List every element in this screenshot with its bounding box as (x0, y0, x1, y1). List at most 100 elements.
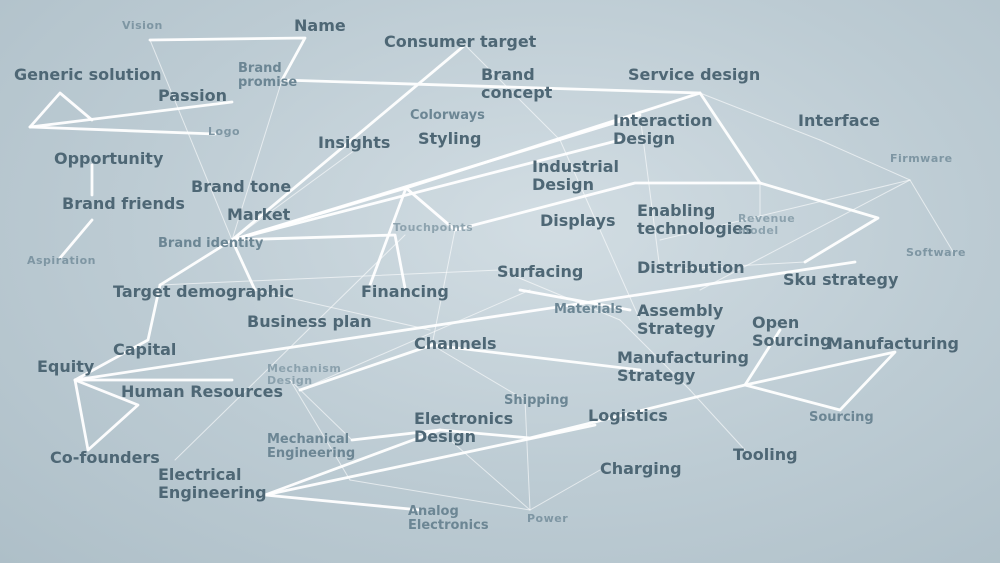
node-label: Logistics (588, 406, 668, 425)
node-name: Name (294, 17, 346, 35)
node-label: technologies (637, 218, 753, 238)
thick-connection-line (263, 423, 597, 497)
node-insights: Insights (318, 134, 390, 152)
node-manufacturing: Manufacturing (827, 335, 959, 353)
node-label: Colorways (410, 108, 485, 123)
node-label: Strategy (637, 318, 716, 338)
node-co-founders: Co-founders (50, 449, 160, 467)
thick-connection-line (404, 181, 762, 232)
node-aspiration: Aspiration (27, 254, 96, 267)
node-label: Design (414, 426, 476, 446)
node-label: Design (532, 174, 594, 194)
node-label: Mechanical (267, 432, 350, 447)
thin-connection-line (289, 379, 351, 481)
node-logo: Logo (208, 125, 240, 138)
node-passion: Passion (158, 87, 227, 105)
thick-connection-line (73, 378, 140, 452)
node-market: Market (227, 206, 290, 224)
node-label: Electronics (414, 409, 514, 428)
node-label: Strategy (617, 365, 696, 385)
thick-connection-line (350, 383, 747, 442)
node-capital: Capital (113, 341, 176, 359)
node-distribution: Distribution (637, 259, 745, 277)
node-business-plan: Business plan (247, 313, 372, 331)
node-label: Sourcing (752, 330, 832, 350)
node-label: Tooling (733, 445, 798, 464)
node-label: Mechanism (267, 362, 342, 375)
thin-connection-line (909, 179, 956, 256)
node-equity: Equity (37, 358, 94, 376)
node-label: Name (294, 16, 346, 35)
node-surfacing: Surfacing (497, 263, 583, 281)
node-label: Engineering (267, 446, 356, 462)
node-label: promise (238, 75, 298, 91)
thin-connection-line (349, 479, 531, 511)
node-label: model (738, 224, 779, 238)
node-generic-solution: Generic solution (14, 66, 162, 84)
node-channels: Channels (414, 335, 497, 353)
node-brand-identity: Brand identity (158, 236, 264, 251)
node-label: Brand identity (158, 236, 264, 251)
thin-connection-line (819, 139, 911, 181)
node-label: Interface (798, 111, 880, 130)
node-label: Aspiration (27, 254, 96, 267)
thick-connection-line (58, 218, 94, 260)
thick-connection-line (230, 138, 622, 242)
node-label: Brand (238, 61, 282, 76)
thin-connection-line (529, 469, 601, 511)
node-label: concept (481, 82, 553, 102)
node-label: Manufacturing (827, 334, 959, 353)
thick-connection-line (518, 288, 632, 312)
node-label: Capital (113, 340, 177, 359)
node-label: Brand (481, 65, 535, 84)
node-label: Equity (37, 357, 95, 376)
node-label: Distribution (637, 258, 745, 277)
node-label: Target demographic (113, 282, 294, 301)
node-label: Insights (318, 133, 391, 152)
node-label: Engineering (158, 482, 267, 502)
thin-connection-line (299, 289, 531, 391)
thin-connection-line (699, 179, 911, 291)
node-label: Software (906, 246, 966, 259)
thick-connection-line (158, 238, 234, 287)
thin-connection-line (659, 179, 911, 241)
thick-connection-line (230, 238, 257, 292)
node-label: Electrical (158, 465, 242, 484)
node-brand-friends: Brand friends (62, 195, 185, 213)
thin-connection-line (499, 269, 621, 321)
node-label: Human Resources (121, 382, 284, 401)
node-human-resources: Human Resources (121, 383, 283, 401)
thick-connection-line (28, 125, 217, 136)
node-label: Consumer target (384, 32, 537, 51)
thick-connection-line (28, 100, 234, 129)
node-label: Service design (628, 65, 761, 84)
node-service-design: Service design (628, 66, 760, 84)
node-label: Opportunity (54, 149, 164, 168)
node-vision: Vision (122, 19, 163, 32)
thick-connection-line (263, 428, 442, 497)
node-label: Shipping (504, 393, 569, 408)
node-label: Industrial (532, 157, 620, 176)
node-displays: Displays (540, 212, 615, 230)
node-brand-tone: Brand tone (191, 178, 291, 196)
node-target-demographic: Target demographic (113, 283, 294, 301)
thin-connection-line (699, 92, 821, 141)
node-label: Assembly (637, 301, 724, 320)
node-label: Business plan (247, 312, 372, 331)
node-label: Surfacing (497, 262, 584, 281)
thin-connection-line (464, 44, 561, 141)
node-label: Open (752, 313, 800, 332)
node-label: Passion (158, 86, 228, 105)
node-label: Design (613, 128, 675, 148)
node-firmware: Firmware (890, 152, 953, 165)
